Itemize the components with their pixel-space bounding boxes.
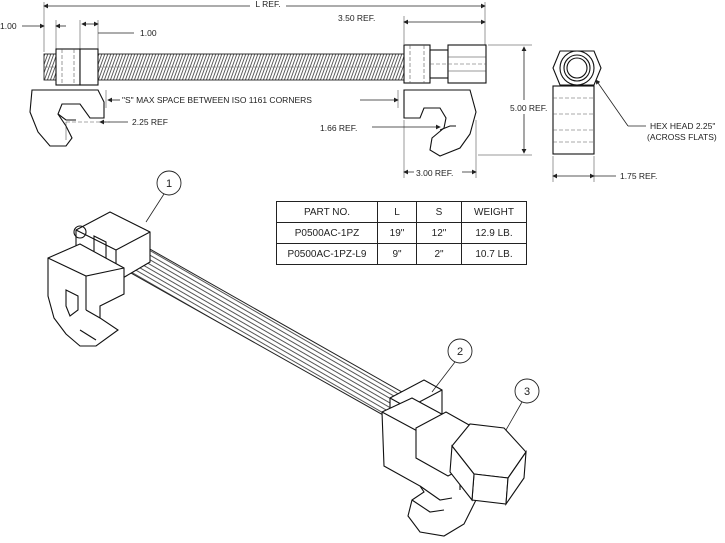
hex-head-end	[552, 50, 602, 86]
part-spec-table: PART NO. L S WEIGHT P0500AC-1PZ 19" 12" …	[276, 201, 527, 265]
left-nut	[55, 48, 81, 86]
svg-text:1: 1	[166, 178, 172, 190]
l-ref-label: L REF.	[255, 0, 280, 9]
cell-s: 12"	[416, 222, 462, 244]
table-row: P0500AC-1PZ 19" 12" 12.9 LB.	[276, 222, 527, 244]
svg-text:2: 2	[457, 346, 463, 358]
cell-weight: 12.9 LB.	[461, 222, 527, 244]
end-view-body	[552, 85, 595, 155]
dim-300-label: 3.00 REF.	[416, 168, 453, 178]
cell-part-no: P0500AC-1PZ	[276, 222, 378, 244]
end-view: 1.75 REF. HEX HEAD 2.25" (ACROSS FLATS)	[552, 50, 717, 182]
balloon-1: 1	[145, 170, 182, 223]
dim-225-label: 2.25 REF	[132, 117, 168, 127]
elevation-view: L REF. 1.00 1.00 2.25 REF "S" MA	[0, 0, 547, 178]
table-row: P0500AC-1PZ-L9 9" 2" 10.7 LB.	[276, 243, 527, 265]
right-nut	[403, 44, 431, 84]
cell-l: 19"	[377, 222, 417, 244]
right-hook-clamp	[403, 89, 477, 157]
isometric-view: 1 2 3	[47, 170, 540, 537]
hex-head-note-line2: (ACROSS FLATS)	[647, 132, 717, 142]
cell-weight: 10.7 LB.	[461, 243, 527, 265]
dim-166-label: 1.66 REF.	[320, 123, 357, 133]
header-weight: WEIGHT	[461, 201, 527, 223]
dim-100-right-label: 1.00	[140, 28, 157, 38]
s-max-space-note: "S" MAX SPACE BETWEEN ISO 1161 CORNERS	[122, 95, 312, 105]
left-hook-clamp	[29, 89, 105, 147]
header-s: S	[416, 201, 462, 223]
dim-500-label: 5.00 REF.	[510, 103, 547, 113]
dim-350-label: 3.50 REF.	[338, 13, 375, 23]
left-block	[79, 48, 99, 86]
balloon-2: 2	[431, 338, 473, 393]
dim-175-label: 1.75 REF.	[620, 171, 657, 181]
balloon-3: 3	[505, 378, 540, 431]
iso-threaded-rod	[121, 247, 417, 421]
table-header-row: PART NO. L S WEIGHT	[276, 201, 527, 223]
cell-s: 2"	[416, 243, 462, 265]
svg-text:3: 3	[524, 386, 530, 398]
cell-part-no: P0500AC-1PZ-L9	[276, 243, 378, 265]
header-part-no: PART NO.	[276, 201, 378, 223]
cell-l: 9"	[377, 243, 417, 265]
header-l: L	[377, 201, 417, 223]
dim-100-left-label: 1.00	[0, 21, 17, 31]
hex-head-note-line1: HEX HEAD 2.25"	[650, 121, 715, 131]
